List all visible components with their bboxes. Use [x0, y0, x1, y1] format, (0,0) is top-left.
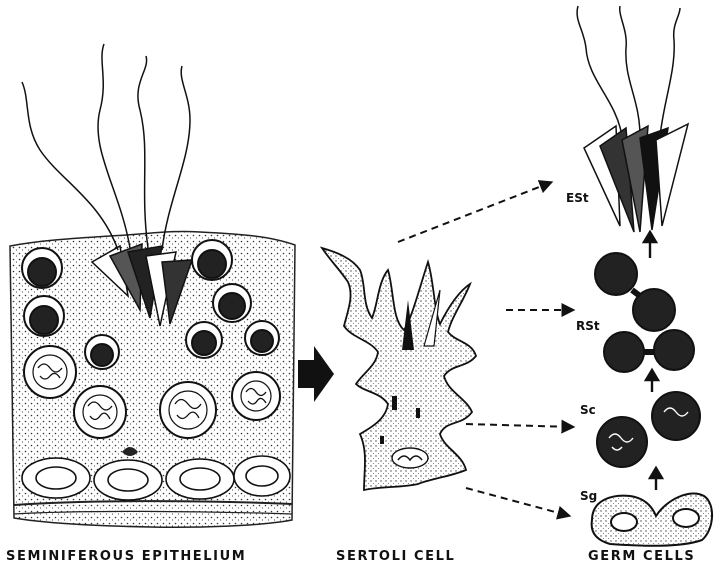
dashed-arrow-icon — [466, 424, 574, 427]
dashed-arrow-icon — [398, 182, 552, 242]
spermatid-nucleus — [30, 306, 58, 334]
spermatogonium-nucleus — [673, 509, 699, 527]
caption-germ-cells: GERM CELLS — [588, 549, 695, 564]
spermatogonium-nucleus — [36, 467, 76, 489]
cytoplasmic-bridge — [632, 290, 640, 296]
spermatogonium-nucleus — [611, 513, 637, 531]
spermatid-tail — [577, 6, 622, 136]
spermatid-tail — [660, 8, 680, 136]
right-pointing-arrow-icon — [298, 346, 334, 402]
spermatocyte-nucleus — [83, 395, 117, 429]
round-spermatid — [654, 330, 694, 370]
spermatid-tail — [22, 82, 118, 250]
stage-label-rst: RSt — [576, 319, 600, 333]
spermatid-nucleus — [28, 258, 56, 286]
spermatocyte-nucleus — [33, 355, 67, 389]
sertoli-organelle — [380, 436, 384, 444]
caption-seminiferous-epithelium: SEMINIFEROUS EPITHELIUM — [6, 549, 246, 564]
up-arrow-icon — [650, 468, 662, 478]
sertoli-organelle — [416, 408, 420, 418]
stage-label-sg: Sg — [580, 489, 597, 503]
spermatid-nucleus — [219, 293, 245, 319]
spermatid-nucleus — [91, 344, 113, 366]
up-arrow-icon — [646, 370, 658, 380]
spermatid-nucleus — [251, 330, 273, 352]
stage-label-est: ESt — [566, 191, 589, 205]
up-arrow-icon — [644, 232, 656, 242]
dashed-arrow-icon — [466, 488, 570, 516]
sertoli-cell-drawing — [322, 248, 476, 490]
spermatid-nucleus — [198, 250, 226, 278]
spermatid-nucleus — [192, 331, 216, 355]
spermatid-tail — [162, 66, 190, 250]
sertoli-nucleus — [392, 448, 428, 468]
spermatid-tail — [138, 56, 148, 248]
germ-cells-drawing — [577, 6, 712, 546]
seminiferous-epithelium-drawing — [10, 44, 295, 527]
spermatocyte — [597, 417, 647, 467]
round-spermatid — [595, 253, 637, 295]
spermatocyte — [652, 392, 700, 440]
spermatid-tail — [98, 44, 130, 248]
spermatogonia-pair — [592, 493, 712, 545]
round-spermatid-chain — [595, 253, 694, 372]
spermatogonium-nucleus — [180, 468, 220, 490]
spermatocyte-nucleus — [169, 391, 207, 429]
stage-label-sc: Sc — [580, 403, 596, 417]
elongated-spermatids — [577, 6, 688, 232]
sertoli-organelle — [392, 396, 397, 410]
spermatocyte-pair — [597, 392, 700, 467]
spermatocyte-nucleus — [241, 381, 271, 411]
spermatogonium-nucleus — [246, 466, 278, 486]
round-spermatid — [604, 332, 644, 372]
spermatogonium-nucleus — [108, 469, 148, 491]
caption-sertoli-cell: SERTOLI CELL — [336, 549, 455, 564]
spermatid-head — [656, 124, 688, 226]
spermatid-tail — [620, 6, 640, 136]
